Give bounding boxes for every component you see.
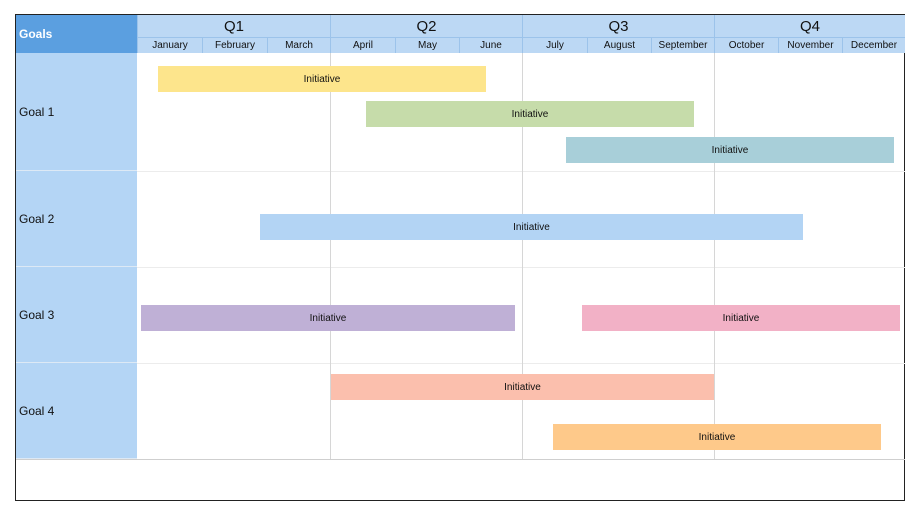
row-divider	[137, 267, 905, 268]
row-divider	[137, 171, 905, 172]
goal-4-label: Goal 4	[16, 363, 137, 459]
initiative-bar[interactable]: Initiative	[141, 305, 515, 331]
quarter-gridline	[522, 53, 523, 459]
initiative-bar[interactable]: Initiative	[260, 214, 803, 240]
goal-2-label: Goal 2	[16, 171, 137, 267]
roadmap-frame	[15, 14, 905, 501]
month-header-january: January	[137, 37, 202, 53]
initiative-bar[interactable]: Initiative	[158, 66, 486, 92]
goal-3-label: Goal 3	[16, 267, 137, 363]
quarter-header-q3: Q3	[522, 15, 714, 37]
month-header-february: February	[202, 37, 267, 53]
initiative-bar[interactable]: Initiative	[582, 305, 900, 331]
month-header-september: September	[651, 37, 714, 53]
month-header-may: May	[395, 37, 459, 53]
month-header-july: July	[522, 37, 587, 53]
quarter-header-q1: Q1	[137, 15, 330, 37]
quarter-header-q2: Q2	[330, 15, 522, 37]
goal-1-label: Goal 1	[16, 53, 137, 171]
grid-bottom-line	[16, 459, 905, 460]
month-header-november: November	[778, 37, 842, 53]
quarter-header-q4: Q4	[714, 15, 905, 37]
month-header-april: April	[330, 37, 395, 53]
month-header-march: March	[267, 37, 330, 53]
goals-column-header: Goals	[16, 15, 137, 53]
initiative-bar[interactable]: Initiative	[566, 137, 894, 163]
initiative-bar[interactable]: Initiative	[331, 374, 714, 400]
quarter-gridline	[714, 53, 715, 459]
quarter-gridline	[330, 53, 331, 459]
row-divider	[137, 363, 905, 364]
initiative-bar[interactable]: Initiative	[553, 424, 881, 450]
initiative-bar[interactable]: Initiative	[366, 101, 694, 127]
month-header-october: October	[714, 37, 778, 53]
month-header-december: December	[842, 37, 905, 53]
month-header-august: August	[587, 37, 651, 53]
month-header-june: June	[459, 37, 522, 53]
